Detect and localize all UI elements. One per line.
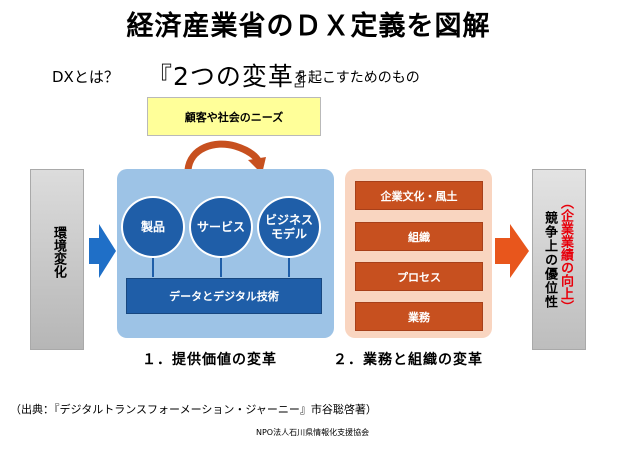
environment-change-box (30, 169, 84, 350)
service-circle-label: サービス (196, 220, 245, 234)
dx-intro-suffix: を起こすためのもの (294, 70, 420, 86)
product-circle: 製品 (121, 196, 185, 258)
source-citation: （出典：『デジタルトランスフォーメーション・ジャーニー』市谷聡啓著） (10, 403, 377, 416)
circle-stem (220, 256, 222, 277)
corporate-culture-label: 企業文化・風土 (380, 189, 458, 203)
circle-stem (152, 256, 154, 277)
organization-label: 組織 (408, 230, 430, 244)
business-performance-label: （企業業績の向上） (558, 196, 573, 313)
dx-intro-prefix: DXとは？ (52, 68, 119, 86)
needs-curved-arrow (184, 140, 263, 174)
service-circle: サービス (189, 196, 253, 258)
process-bar: プロセス (355, 262, 483, 291)
env-to-business-arrow (89, 224, 116, 278)
customer-needs-box: 顧客や社会のニーズ (147, 97, 321, 136)
process-label: プロセス (397, 270, 441, 284)
dx-intro-highlight: 『2つの変革』 (147, 62, 320, 91)
corporate-culture-bar: 企業文化・風土 (355, 181, 483, 210)
business-model-circle-label: ビジネス モデル (264, 213, 313, 241)
organization-credit: NPO法人石川県情報化支援協会 (256, 428, 370, 437)
business-model-circle: ビジネス モデル (257, 196, 321, 258)
environment-change-label: 環境変化 (51, 226, 66, 278)
competitive-advantage-label: 競争上の優位性 (542, 211, 557, 309)
data-digital-tech-bar: データとデジタル技術 (126, 278, 322, 314)
org-to-outcome-arrow (495, 224, 529, 278)
data-digital-tech-label: データとデジタル技術 (169, 290, 279, 303)
competitive-advantage-box (532, 169, 586, 350)
operations-bar: 業務 (355, 302, 483, 331)
value-transformation-caption: １．提供価値の変革 (142, 352, 277, 368)
product-circle-label: 製品 (140, 220, 165, 234)
org-transformation-caption: ２．業務と組織の変革 (333, 352, 483, 368)
organization-bar: 組織 (355, 222, 483, 251)
page-title: 経済産業省のＤＸ定義を図解 (126, 11, 491, 42)
operations-label: 業務 (408, 310, 430, 324)
customer-needs-label: 顧客や社会のニーズ (184, 110, 284, 124)
circle-stem (288, 256, 290, 277)
